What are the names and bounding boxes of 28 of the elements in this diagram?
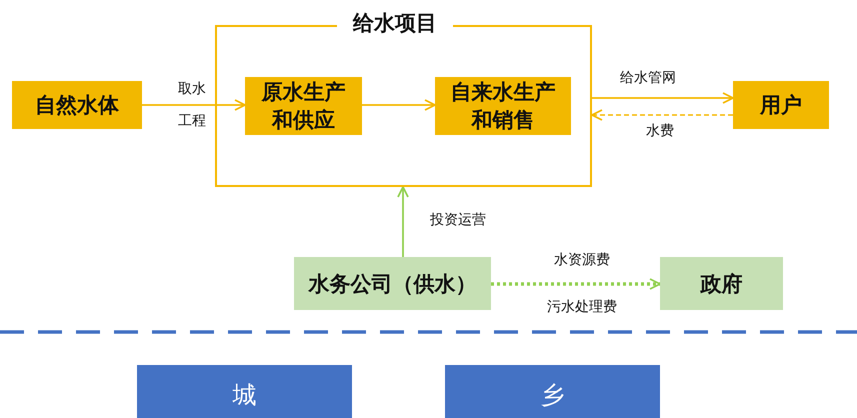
entity-box	[294, 257, 491, 310]
region-band	[445, 365, 660, 418]
process-box	[733, 81, 829, 129]
node-label: 城	[232, 381, 256, 409]
arrow	[142, 99, 246, 111]
node-label: 自来水生产和销售	[449, 79, 556, 134]
edge-label: 取水工程	[178, 80, 206, 131]
edge-label: 给水管网	[620, 69, 676, 87]
arrow	[362, 99, 436, 111]
fee-label: 污水处理费	[547, 298, 617, 316]
edge-label: 投资运营	[430, 211, 486, 229]
arrow	[491, 278, 661, 290]
node-label: 原水生产和供应	[260, 79, 346, 134]
arrow	[592, 92, 734, 104]
edge-label: 水资源费	[554, 251, 610, 269]
process-box	[12, 81, 142, 129]
edge-label: 水费	[646, 122, 674, 140]
node-label: 政府	[700, 270, 742, 298]
node-label: 用户	[760, 92, 802, 119]
region-band	[137, 365, 352, 418]
entity-box	[660, 257, 783, 310]
process-box	[245, 77, 362, 135]
arrow	[397, 186, 409, 257]
node-label: 水务公司（供水）	[308, 270, 476, 298]
arrow	[591, 109, 733, 121]
node-label: 自然水体	[35, 92, 119, 119]
node-label: 乡	[540, 381, 564, 409]
process-box	[435, 77, 571, 135]
